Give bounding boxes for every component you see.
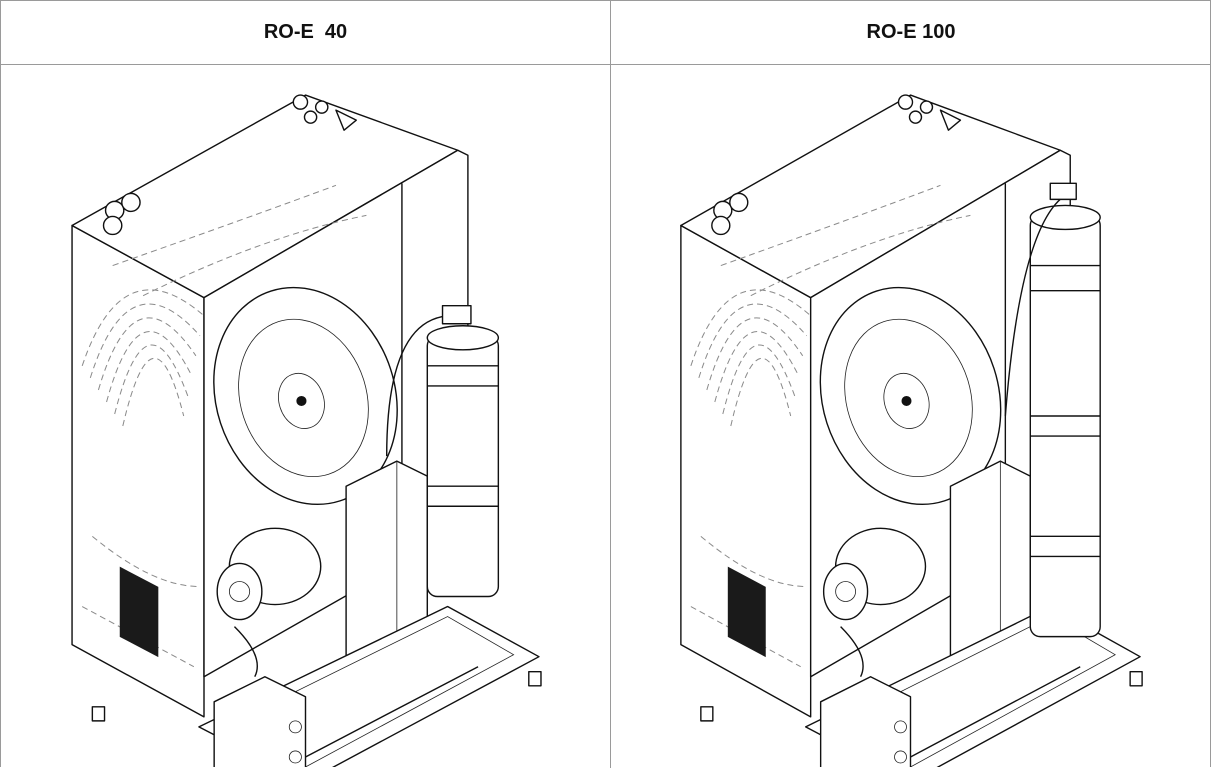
column-ro-e-100: RO-E 100 bbox=[611, 1, 1211, 768]
column-header: RO-E 40 bbox=[1, 1, 610, 65]
illustration-cell bbox=[611, 65, 1211, 768]
column-ro-e-40: RO-E 40 bbox=[1, 1, 611, 768]
illustration-cell bbox=[1, 65, 610, 768]
column-header: RO-E 100 bbox=[611, 1, 1211, 65]
ro-e-40-unit-illustration bbox=[71, 94, 542, 767]
ro-e-100-unit-illustration bbox=[680, 94, 1143, 767]
